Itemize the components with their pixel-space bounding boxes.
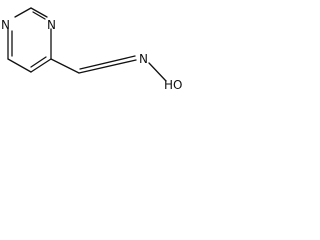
- atom-labels: N N N HO: [1, 18, 182, 92]
- bond-c2-n3-inner: [32, 11, 46, 20]
- atom-hydroxyl: HO: [164, 78, 182, 92]
- bond-c4-c5-inner: [30, 56, 47, 68]
- bond-n1-c2: [14, 7, 32, 18]
- bond-c4-ch: [50, 58, 80, 74]
- structure-diagram: N N N HO: [0, 0, 200, 92]
- molecule-svg: N N N HO: [1, 7, 182, 92]
- atom-n-ring-mid: N: [1, 18, 10, 32]
- bond-n-o: [148, 62, 167, 82]
- bond-ch-n-double-b: [79, 55, 136, 70]
- bond-c4-c5: [30, 58, 52, 73]
- bonds: [7, 7, 167, 82]
- bond-c5-c6: [7, 58, 32, 73]
- bond-c2-n3: [30, 7, 48, 18]
- atom-n-oxime: N: [139, 52, 148, 66]
- atom-n-ring-top: N: [47, 18, 56, 32]
- bond-ch-n-double-a: [78, 59, 137, 74]
